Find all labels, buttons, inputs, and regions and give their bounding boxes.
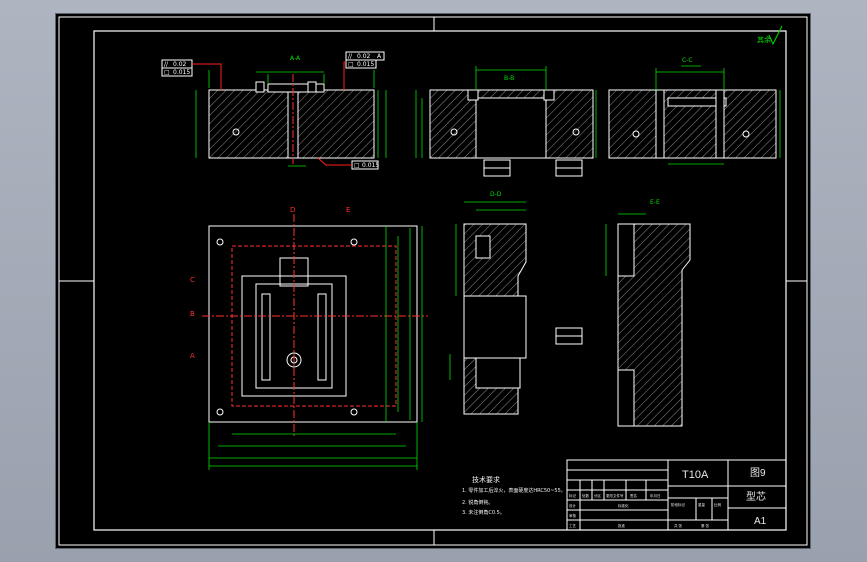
tech-req-item-2: 2. 锐角倒钝。 — [462, 499, 493, 506]
svg-text:重量: 重量 — [698, 502, 706, 507]
svg-text:A: A — [377, 53, 382, 60]
marker-d: D — [290, 206, 295, 214]
sheet-size-text: A1 — [754, 516, 767, 527]
svg-text:0.015: 0.015 — [362, 162, 379, 169]
svg-text:标记: 标记 — [569, 493, 577, 498]
plan-view[interactable]: D E C B A — [190, 206, 428, 470]
centering-marks — [59, 17, 807, 545]
part-name-text: 型芯 — [746, 490, 766, 503]
section-label-b: B-B — [504, 75, 514, 82]
cad-viewport[interactable]: 其余 A-A // 0.02 — [56, 14, 810, 548]
section-view-c[interactable]: C-C — [608, 57, 781, 165]
material-text: T10A — [682, 469, 709, 481]
roughness-label: 其余 — [757, 35, 771, 44]
svg-text:0.02: 0.02 — [357, 53, 371, 60]
svg-text:处数: 处数 — [582, 493, 590, 498]
drawing-number-text: 图9 — [750, 467, 766, 479]
marker-c: C — [190, 276, 195, 284]
tech-req-heading: 技术要求 — [472, 475, 500, 484]
section-label-e: E-E — [650, 199, 660, 206]
tech-req-item-3: 3. 未注倒角C0.5。 — [462, 509, 505, 516]
svg-text:批准: 批准 — [618, 523, 626, 528]
front-section-view[interactable]: A-A — [195, 55, 387, 167]
svg-text:□: □ — [164, 69, 170, 76]
marker-a: A — [190, 352, 195, 360]
marker-e: E — [346, 206, 350, 214]
svg-text:□: □ — [348, 61, 354, 68]
svg-text:□: □ — [354, 162, 360, 169]
svg-text:第 张: 第 张 — [701, 523, 709, 528]
title-block-cells: 标记 处数 分区 更改文件号 签名 年月日 设计 标准化 审核 工艺 批准 阶段… — [569, 493, 722, 528]
svg-text://: // — [348, 53, 353, 60]
svg-text:标准化: 标准化 — [618, 503, 629, 508]
svg-text:审核: 审核 — [569, 513, 577, 518]
section-label-c: C-C — [682, 57, 693, 64]
svg-text://: // — [164, 61, 169, 68]
section-label-a: A-A — [290, 55, 301, 62]
svg-text:比例: 比例 — [714, 502, 722, 507]
svg-text:年月日: 年月日 — [650, 493, 661, 498]
svg-text:共 张: 共 张 — [674, 523, 682, 528]
svg-text:阶段标记: 阶段标记 — [671, 502, 685, 507]
tolerance-frame-3: □ 0.015 — [317, 157, 379, 170]
tolerance-frame-2: // 0.02 A □ 0.015 — [343, 51, 385, 90]
section-view-e[interactable]: E-E — [605, 199, 691, 427]
marker-b: B — [190, 310, 195, 318]
svg-text:工艺: 工艺 — [569, 523, 577, 528]
svg-text:更改文件号: 更改文件号 — [606, 493, 624, 498]
section-view-d[interactable]: D-D — [449, 191, 583, 415]
roughness-symbol: 其余 — [757, 25, 783, 46]
technical-requirements: 技术要求 1. 零件加工后淬火，表面硬度达HRC50~55。 2. 锐角倒钝。 … — [462, 475, 566, 516]
svg-text:分区: 分区 — [594, 493, 602, 498]
svg-text:0.015: 0.015 — [173, 69, 190, 76]
section-label-d: D-D — [490, 191, 502, 198]
tolerance-frame-1: // 0.02 □ 0.015 — [161, 59, 222, 90]
drawing-canvas[interactable]: 其余 A-A // 0.02 — [56, 14, 810, 548]
section-view-b[interactable]: B-B — [415, 66, 597, 177]
tech-req-item-1: 1. 零件加工后淬火，表面硬度达HRC50~55。 — [462, 487, 566, 494]
svg-text:签名: 签名 — [630, 493, 637, 498]
title-block[interactable] — [566, 459, 787, 531]
svg-text:0.015: 0.015 — [357, 61, 374, 68]
svg-text:设计: 设计 — [569, 503, 577, 508]
svg-text:0.02: 0.02 — [173, 61, 187, 68]
